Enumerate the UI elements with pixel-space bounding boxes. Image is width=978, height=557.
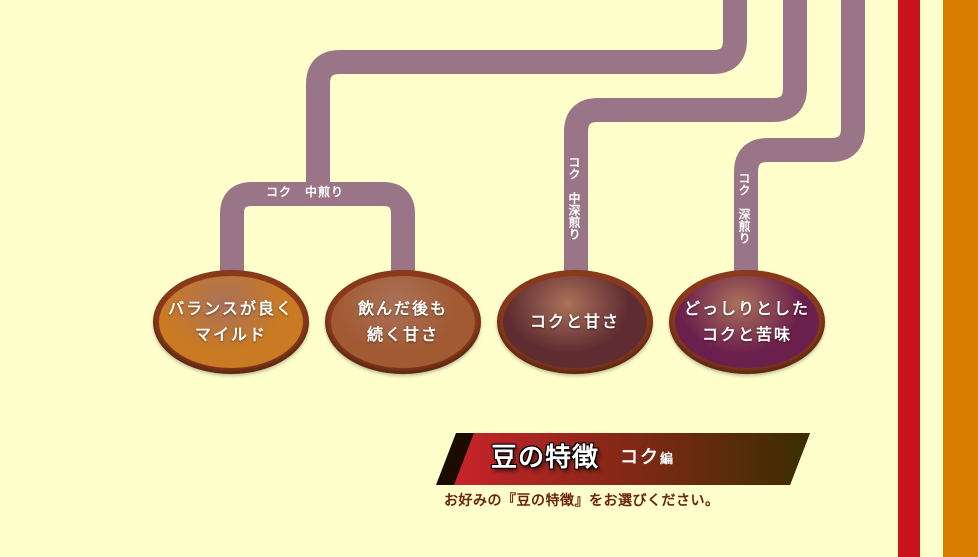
bean-label: コクと甘さ <box>529 312 620 331</box>
bean-face <box>331 276 475 368</box>
bean-label: バランスが良くマイルド <box>168 299 294 344</box>
bean-face <box>675 276 819 368</box>
pipe-dark <box>734 0 865 275</box>
accent-stripe-orange <box>943 0 978 557</box>
bean-label: 飲んだ後も続く甘さ <box>357 299 448 344</box>
bean-button-balanced-mild[interactable]: バランスが良くマイルド <box>153 270 309 374</box>
branch-label-medium-dark: コク 中深煎り <box>567 156 581 240</box>
bean-button-lingering-sweetness[interactable]: 飲んだ後も続く甘さ <box>325 270 481 374</box>
branch-label-dark: コク 深煎り <box>737 172 751 244</box>
bean-face <box>503 276 647 368</box>
instruction-text: お好みの『豆の特徴』をお選びください。 <box>444 493 720 509</box>
pipe-middle-roast-split <box>220 182 415 275</box>
caption-banner <box>436 433 810 485</box>
bean-button-heavy-bitter[interactable]: どっしりとしたコクと苦味 <box>669 270 825 374</box>
caption-title: 豆の特徴 <box>491 443 600 473</box>
bean-button-body-sweetness[interactable]: コクと甘さ <box>497 270 653 374</box>
bean-face <box>159 276 303 368</box>
accent-stripe-red <box>898 0 920 557</box>
bean-label: どっしりとしたコクと苦味 <box>683 299 810 344</box>
pipe-medium-dark <box>564 0 807 275</box>
caption-subtitle: コク編 <box>620 447 676 468</box>
branch-label-middle-roast: コク 中煎り <box>266 185 345 199</box>
pipe-middle-roast <box>306 0 747 194</box>
